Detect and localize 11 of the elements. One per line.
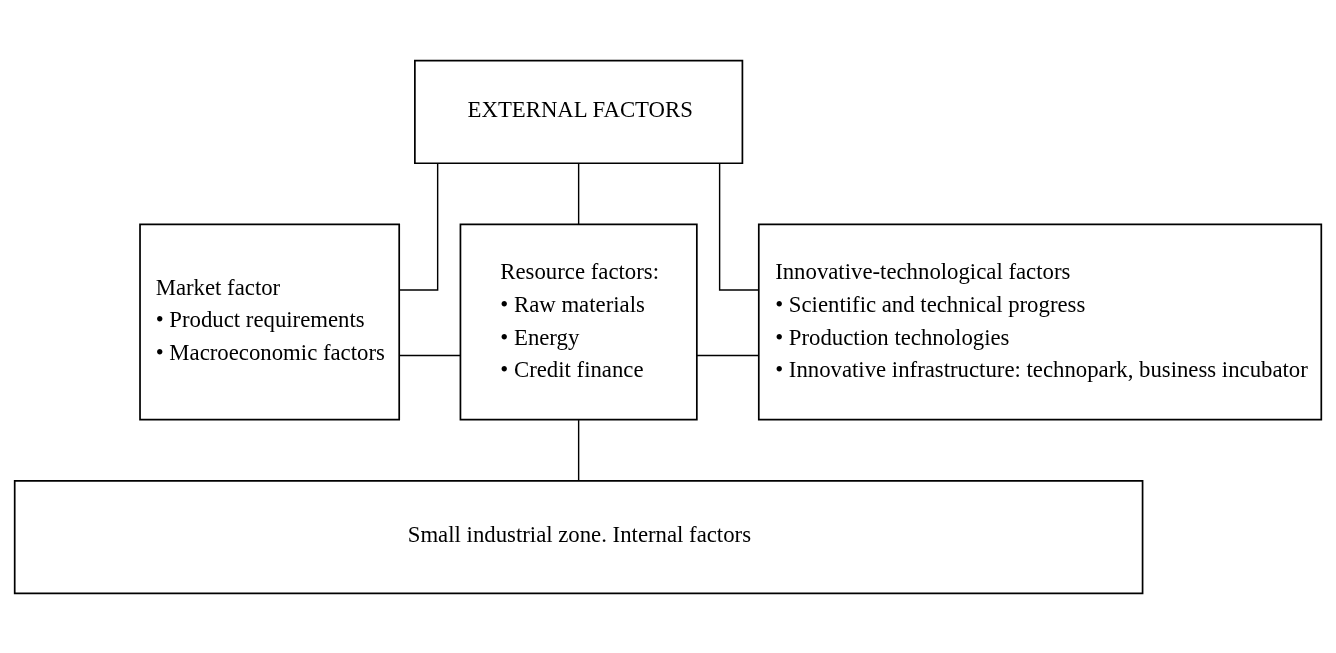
connector: [398, 354, 461, 356]
node-box: Market factor • Product requirements • Macroeconomic factors: [139, 223, 401, 420]
node-box: Innovative-technological factors • Scientific and technical progress • Production technologies • Innovative infrastructure: technopark, business incubator: [757, 223, 1323, 420]
connector: [398, 162, 439, 291]
connector: [577, 418, 580, 481]
connector: [696, 354, 760, 356]
connector: [577, 162, 580, 225]
node-box: Resource factors: • Raw materials • Energy • Credit finance: [459, 223, 698, 420]
node-box: EXTERNAL FACTORS: [414, 59, 744, 164]
node-box: Small industrial zone. Internal factors: [13, 479, 1144, 594]
connector: [718, 162, 759, 291]
